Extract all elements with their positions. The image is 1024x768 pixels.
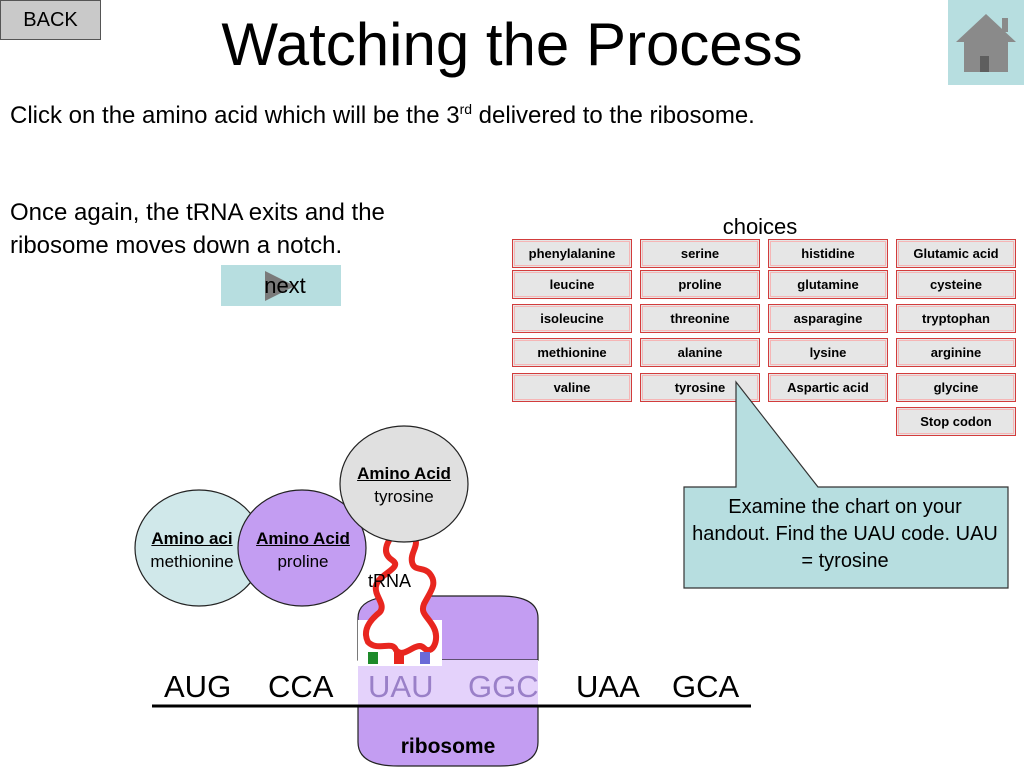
choice-methionine[interactable]: methionine: [512, 338, 632, 367]
codon-3: UAU: [368, 669, 434, 704]
trna-molecule: [362, 524, 440, 656]
choice-aspartic-acid[interactable]: Aspartic acid: [768, 373, 888, 402]
codon-4: GGC: [468, 669, 539, 704]
codon-2: CCA: [268, 669, 334, 704]
next-button[interactable]: next: [221, 265, 341, 306]
choice-arginine[interactable]: arginine: [896, 338, 1016, 367]
anticodon-mark: [368, 652, 378, 664]
codon-6: GCA: [672, 669, 740, 704]
choice-valine[interactable]: valine: [512, 373, 632, 402]
ribosome-label: ribosome: [400, 735, 496, 758]
choice-proline[interactable]: proline: [640, 270, 760, 299]
choice-glycine[interactable]: glycine: [896, 373, 1016, 402]
trna-label: tRNA: [368, 571, 412, 591]
choice-leucine[interactable]: leucine: [512, 270, 632, 299]
home-button[interactable]: [948, 0, 1024, 85]
amino-acid-circle-proline: [237, 489, 367, 607]
ribosome-small-subunit: [357, 705, 539, 767]
anticodon-mark: [394, 652, 404, 664]
page-title: Watching the Process: [221, 11, 803, 78]
choice-glutamine[interactable]: glutamine: [768, 270, 888, 299]
play-icon: [265, 271, 295, 301]
choice-alanine[interactable]: alanine: [640, 338, 760, 367]
choice-stop-codon[interactable]: Stop codon: [896, 407, 1016, 436]
back-button[interactable]: BACK: [0, 0, 101, 40]
note-text: Once again, the tRNA exits and the ribos…: [10, 199, 385, 259]
instruction-text: Click on the amino acid which will be th…: [10, 101, 755, 129]
ribosome-site: [358, 660, 538, 706]
amino-acid-circle-tyrosine: [339, 425, 469, 543]
choice-isoleucine[interactable]: isoleucine: [512, 304, 632, 333]
choices-title: choices: [722, 214, 798, 239]
callout-text: Examine the chart on your handout. Find …: [692, 496, 998, 572]
choice-serine[interactable]: serine: [640, 239, 760, 268]
anticodon-mark: [420, 652, 430, 664]
choice-histidine[interactable]: histidine: [768, 239, 888, 268]
choice-threonine[interactable]: threonine: [640, 304, 760, 333]
choice-cysteine[interactable]: cysteine: [896, 270, 1016, 299]
next-label: next: [264, 273, 306, 298]
choice-tryptophan[interactable]: tryptophan: [896, 304, 1016, 333]
choice-asparagine[interactable]: asparagine: [768, 304, 888, 333]
house-icon: [956, 14, 1016, 72]
codon-5: UAA: [576, 669, 640, 704]
choice-lysine[interactable]: lysine: [768, 338, 888, 367]
codon-1: AUG: [164, 669, 232, 704]
choice-glutamic-acid[interactable]: Glutamic acid: [896, 239, 1016, 268]
choice-phenylalanine[interactable]: phenylalanine: [512, 239, 632, 268]
